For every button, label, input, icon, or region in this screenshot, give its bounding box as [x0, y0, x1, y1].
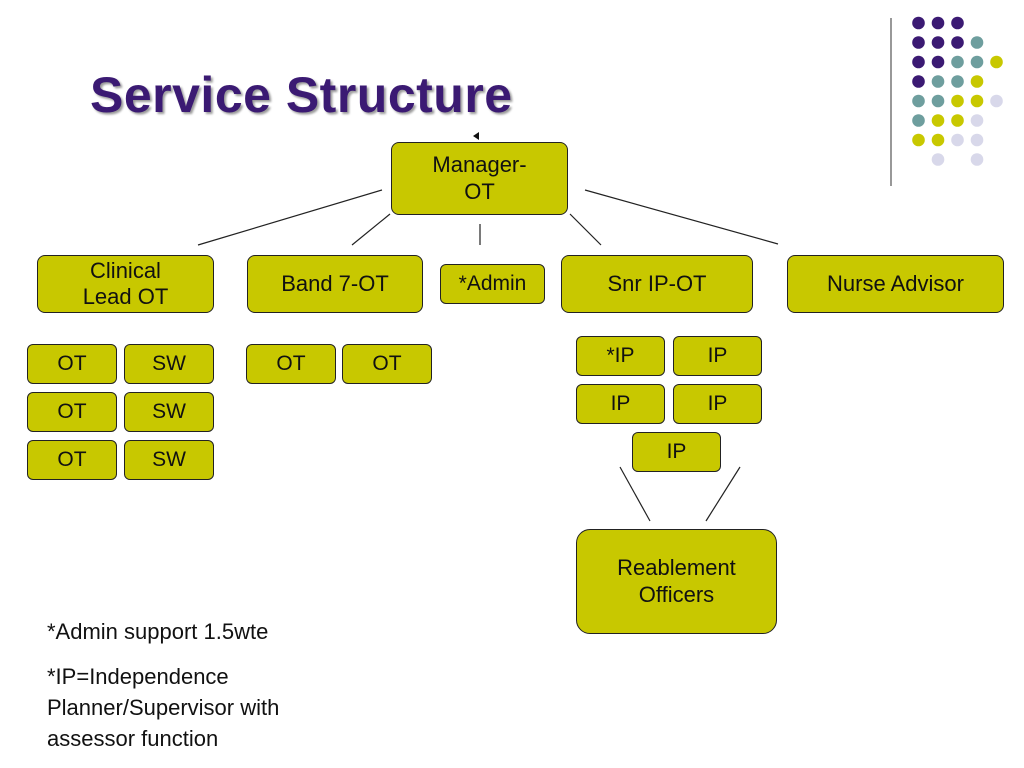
admin-support-note: *Admin support 1.5wte [47, 619, 269, 644]
clinical-lead-ot-box: Clinical Lead OT [37, 255, 214, 313]
slide-title: Service Structure [90, 67, 513, 123]
decorative-dot [951, 75, 964, 88]
decorative-dot [951, 94, 964, 108]
connector-reablement-right [705, 466, 741, 522]
connector-clinical-lead [197, 189, 383, 246]
decorative-dot [912, 114, 925, 127]
decorative-dot [931, 55, 945, 69]
decorative-dot [931, 75, 945, 88]
decorative-dot-grid [890, 16, 1003, 186]
decorative-dot [970, 94, 984, 108]
ip-team-box: IP [576, 384, 665, 424]
decorative-dot [931, 36, 945, 49]
ip-team-box: IP [673, 336, 762, 376]
connector-reablement-left [619, 466, 651, 522]
decorative-dot [912, 75, 925, 88]
decorative-dot [970, 114, 984, 127]
band7-team-ot-box: OT [342, 344, 432, 384]
decorative-dot [931, 114, 945, 127]
band7-team-ot-box: OT [246, 344, 336, 384]
clinical-team-ot-box: OT [27, 440, 117, 480]
decorative-dot [990, 55, 1003, 69]
decorative-dot [912, 55, 925, 69]
decorative-dot [912, 94, 925, 108]
decorative-dot [970, 75, 984, 88]
decorative-dot [931, 133, 945, 147]
decorative-dot [931, 16, 945, 30]
clinical-team-sw-box: SW [124, 392, 214, 432]
decorative-dot [931, 94, 945, 108]
arrow-marker [473, 132, 479, 140]
decorative-dot [970, 55, 984, 69]
snr-ip-ot-box: Snr IP-OT [561, 255, 753, 313]
ip-team-box: IP [673, 384, 762, 424]
clinical-team-sw-box: SW [124, 344, 214, 384]
decorative-dot [951, 55, 964, 69]
decorative-dot [931, 153, 945, 166]
decorative-dot [912, 133, 925, 147]
decorative-dot [970, 36, 984, 49]
connector-nurse-advisor [584, 189, 779, 245]
decorative-dot [951, 133, 964, 147]
decorative-dot [970, 133, 984, 147]
clinical-team-ot-box: OT [27, 392, 117, 432]
admin-box: *Admin [440, 264, 545, 304]
decorative-dot [970, 153, 984, 166]
decorative-dot [912, 16, 925, 30]
decorative-dot [990, 94, 1003, 108]
manager-ot-box: Manager- OT [391, 142, 568, 215]
nurse-advisor-box: Nurse Advisor [787, 255, 1004, 313]
decorative-dot [951, 16, 964, 30]
clinical-team-ot-box: OT [27, 344, 117, 384]
decorative-dot [912, 36, 925, 49]
decorative-dot [951, 36, 964, 49]
clinical-team-sw-box: SW [124, 440, 214, 480]
ip-team-box: *IP [576, 336, 665, 376]
connector-band7 [351, 213, 391, 246]
decorative-dot [951, 114, 964, 127]
ip-definition-note: *IP=Independence Planner/Supervisor with… [47, 664, 280, 751]
ip-team-box: IP [632, 432, 721, 472]
band7-ot-box: Band 7-OT [247, 255, 423, 313]
reablement-officers-box: Reablement Officers [576, 529, 777, 634]
connector-snr-ip [569, 213, 602, 246]
